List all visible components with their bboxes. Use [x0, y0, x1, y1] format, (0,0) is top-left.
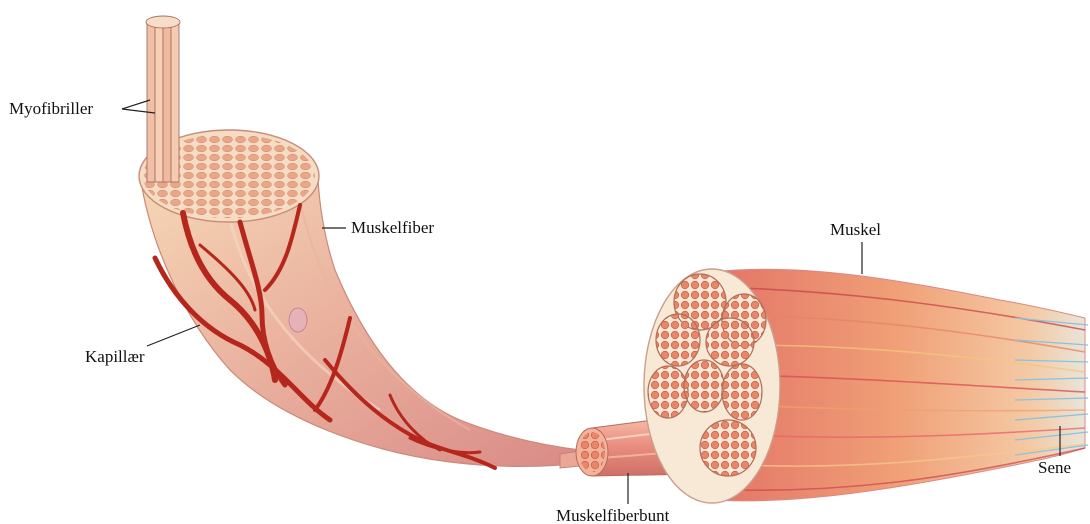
label-muskel: Muskel [830, 220, 881, 239]
nucleus [289, 308, 307, 332]
label-muskelfiber: Muskelfiber [351, 218, 434, 237]
label-sene: Sene [1038, 458, 1071, 477]
whole-muscle-illustration [644, 269, 1088, 503]
label-myofibriller: Myofibriller [9, 99, 93, 118]
label-muskelfiberbunt: Muskelfiberbunt [556, 506, 670, 524]
label-kapillaer: Kapillær [85, 347, 145, 366]
muscle-fiber-illustration [139, 16, 588, 468]
myofibril-strands [146, 16, 180, 182]
